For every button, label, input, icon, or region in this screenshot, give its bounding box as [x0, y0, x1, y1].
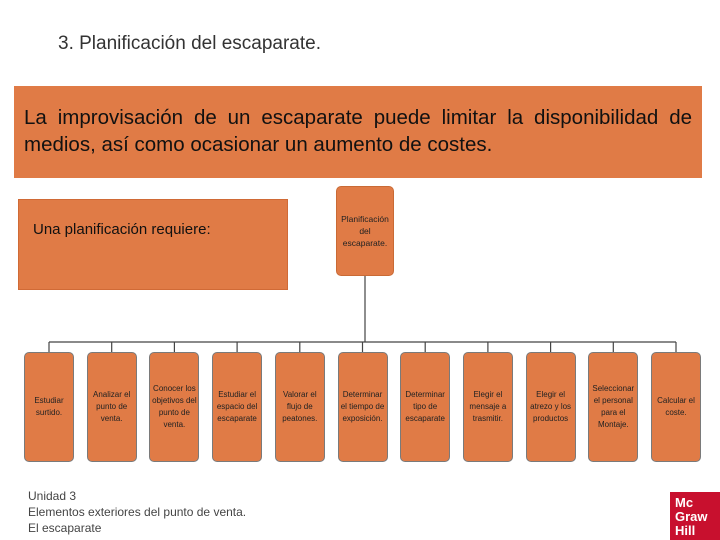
logo-line-2: Graw	[675, 509, 708, 524]
diagram-child-node: Valorar el flujo de peatones.	[274, 352, 325, 462]
diagram-child-node: Estudiar el espacio del escaparate	[212, 352, 263, 462]
logo-line-3: Hill	[675, 523, 696, 538]
diagram-child-node: Calcular el coste.	[651, 352, 701, 462]
footer-subtitle: Elementos exteriores del punto de venta.	[28, 505, 247, 519]
footer-topic: El escaparate	[28, 521, 102, 535]
diagram-child-node: Seleccionar el personal para el Montaje.	[588, 352, 639, 462]
diagram-child-node: Analizar el punto de venta.	[86, 352, 137, 462]
diagram-child-node: Elegir el atrezo y los productos	[525, 352, 576, 462]
requirements-label: Una planificación requiere:	[33, 221, 211, 238]
mcgraw-hill-logo: Mc Graw Hill	[670, 492, 720, 540]
diagram-child-node: Conocer los objetivos del punto de venta…	[149, 352, 200, 462]
intro-box: La improvisación de un escaparate puede …	[14, 86, 702, 178]
requirements-box: Una planificación requiere:	[18, 199, 288, 290]
slide-title: 3. Planificación del escaparate.	[58, 33, 321, 54]
diagram-child-node: Determinar tipo de escaparate	[400, 352, 451, 462]
diagram-child-node: Estudiar surtido.	[24, 352, 74, 462]
diagram-child-node: Elegir el mensaje a trasmitir.	[462, 352, 513, 462]
intro-text: La improvisación de un escaparate puede …	[24, 106, 692, 156]
footer-unit: Unidad 3	[28, 489, 77, 503]
diagram-root-node: Planificación del escaparate.	[336, 186, 394, 276]
diagram-child-node: Determinar el tiempo de exposición.	[337, 352, 388, 462]
logo-line-1: Mc	[675, 495, 694, 510]
footer: Unidad 3 Elementos exteriores del punto …	[28, 488, 246, 536]
